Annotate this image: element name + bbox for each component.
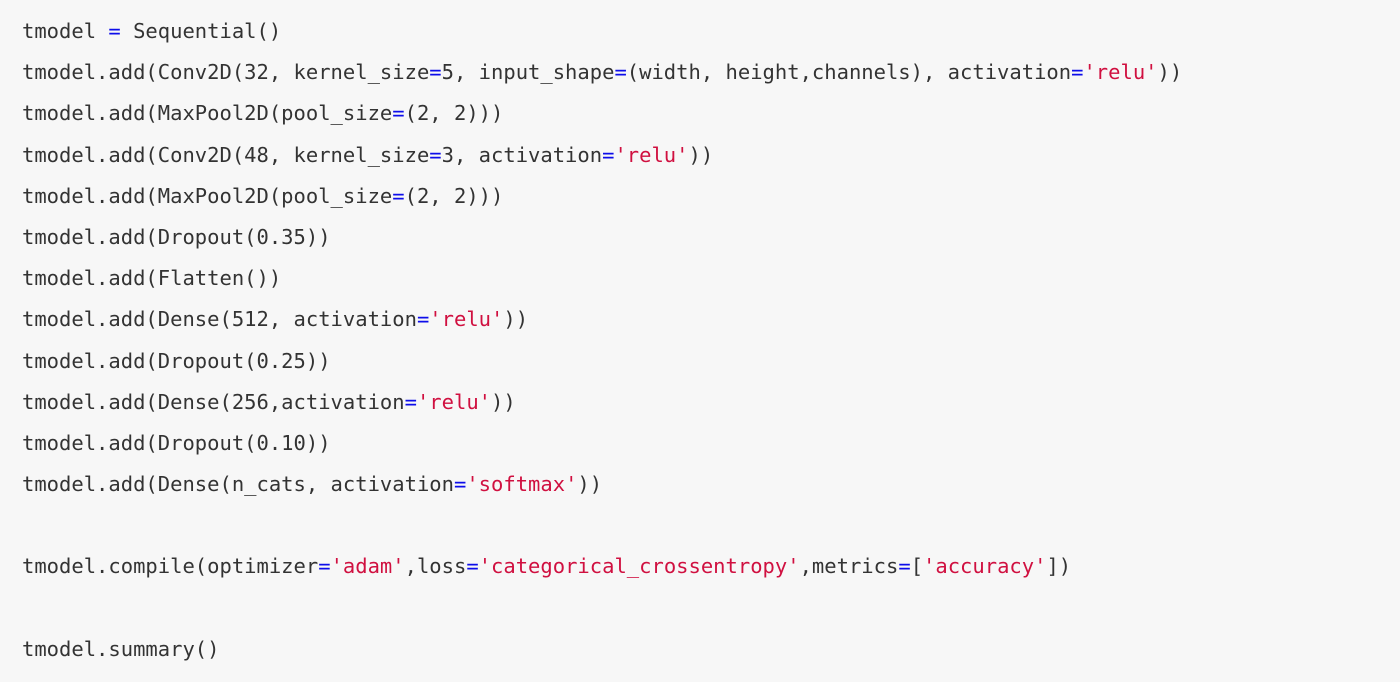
code-token-plain: tmodel.add(Dropout(0.35)) — [22, 224, 331, 249]
code-token-str: 'relu' — [429, 307, 504, 332]
code-token-plain: (2, 2))) — [404, 101, 504, 126]
code-token-str: 'softmax' — [466, 472, 578, 497]
code-token-op: = — [614, 60, 627, 85]
code-token-plain: tmodel.add(Dense(512, activation — [22, 307, 417, 332]
code-line: tmodel.add(MaxPool2D(pool_size=(2, 2))) — [22, 93, 1400, 134]
code-token-plain: ,metrics — [799, 554, 899, 579]
code-line: tmodel.add(Conv2D(48, kernel_size=3, act… — [22, 135, 1400, 176]
code-line: tmodel.add(Dropout(0.25)) — [22, 341, 1400, 382]
code-token-plain: (width, height,channels), activation — [626, 60, 1072, 85]
code-token-plain: tmodel.summary() — [22, 636, 220, 661]
code-token-plain: )) — [688, 142, 714, 167]
code-token-plain: tmodel.add(Conv2D(32, kernel_size — [22, 60, 430, 85]
code-token-str: 'relu' — [416, 389, 492, 414]
code-token-plain: ,loss — [404, 554, 467, 579]
code-line-blank — [22, 505, 1400, 546]
code-token-plain: tmodel.add(Dense(256,activation — [22, 389, 405, 414]
code-token-str: 'relu' — [1083, 60, 1158, 85]
code-token-plain: Sequential() — [120, 19, 282, 43]
code-token-op: = — [404, 389, 417, 414]
code-token-op: = — [429, 142, 442, 167]
code-line: tmodel.add(Dense(n_cats, activation='sof… — [22, 464, 1400, 505]
code-token-plain: )) — [491, 389, 516, 414]
code-token-plain: tmodel.add(Conv2D(48, kernel_size — [22, 142, 430, 167]
code-token-plain: 5, input_shape — [441, 60, 615, 85]
code-token-str: 'categorical_crossentropy' — [478, 554, 800, 579]
code-token-plain: tmodel.add(Dropout(0.10)) — [22, 430, 331, 455]
code-token-op: = — [429, 60, 442, 85]
code-line: tmodel.add(Dense(512, activation='relu')… — [22, 299, 1400, 340]
code-token-str: 'accuracy' — [923, 554, 1047, 579]
code-token-plain: [ — [910, 554, 924, 579]
code-line: tmodel.add(Dense(256,activation='relu')) — [22, 382, 1400, 423]
code-token-str: 'adam' — [330, 554, 405, 579]
code-token-op: = — [318, 554, 331, 579]
code-token-op: = — [1071, 60, 1084, 85]
code-token-plain: )) — [577, 472, 603, 497]
code-line: tmodel.compile(optimizer='adam',loss='ca… — [22, 546, 1400, 587]
code-token-plain: tmodel.compile(optimizer — [22, 554, 319, 579]
code-token-op: = — [466, 554, 479, 579]
code-token-plain: 3, activation — [441, 142, 603, 167]
code-line: tmodel.summary() — [22, 629, 1400, 670]
code-token-op: = — [453, 472, 467, 497]
code-token-op: = — [898, 554, 911, 579]
code-line-blank — [22, 588, 1400, 629]
code-token-plain: )) — [1157, 60, 1183, 85]
code-line: tmodel.add(Flatten()) — [22, 258, 1400, 299]
code-line: tmodel.add(MaxPool2D(pool_size=(2, 2))) — [22, 176, 1400, 217]
code-token-plain: (2, 2))) — [404, 183, 504, 208]
code-token-plain: tmodel.add(MaxPool2D(pool_size — [22, 183, 393, 208]
code-token-str: 'relu' — [614, 142, 689, 167]
code-token-op: = — [416, 307, 430, 332]
code-token-plain: tmodel.add(Dropout(0.25)) — [22, 348, 331, 373]
code-token-plain: tmodel — [22, 19, 109, 43]
code-token-plain: tmodel.add(Dense(n_cats, activation — [22, 472, 454, 497]
code-token-op: = — [108, 19, 121, 43]
code-token-op: = — [602, 142, 615, 167]
code-token-plain: tmodel.add(MaxPool2D(pool_size — [22, 101, 393, 126]
code-line: tmodel = Sequential() — [22, 11, 1400, 52]
code-line: tmodel.add(Dropout(0.10)) — [22, 423, 1400, 464]
code-token-op: = — [392, 183, 405, 208]
code-token-plain: ]) — [1046, 554, 1072, 579]
code-token-plain: tmodel.add(Flatten()) — [22, 266, 282, 291]
code-token-op: = — [392, 101, 405, 126]
code-line: tmodel.add(Dropout(0.35)) — [22, 217, 1400, 258]
code-line: tmodel.add(Conv2D(32, kernel_size=5, inp… — [22, 52, 1400, 93]
code-token-plain: )) — [503, 307, 529, 332]
